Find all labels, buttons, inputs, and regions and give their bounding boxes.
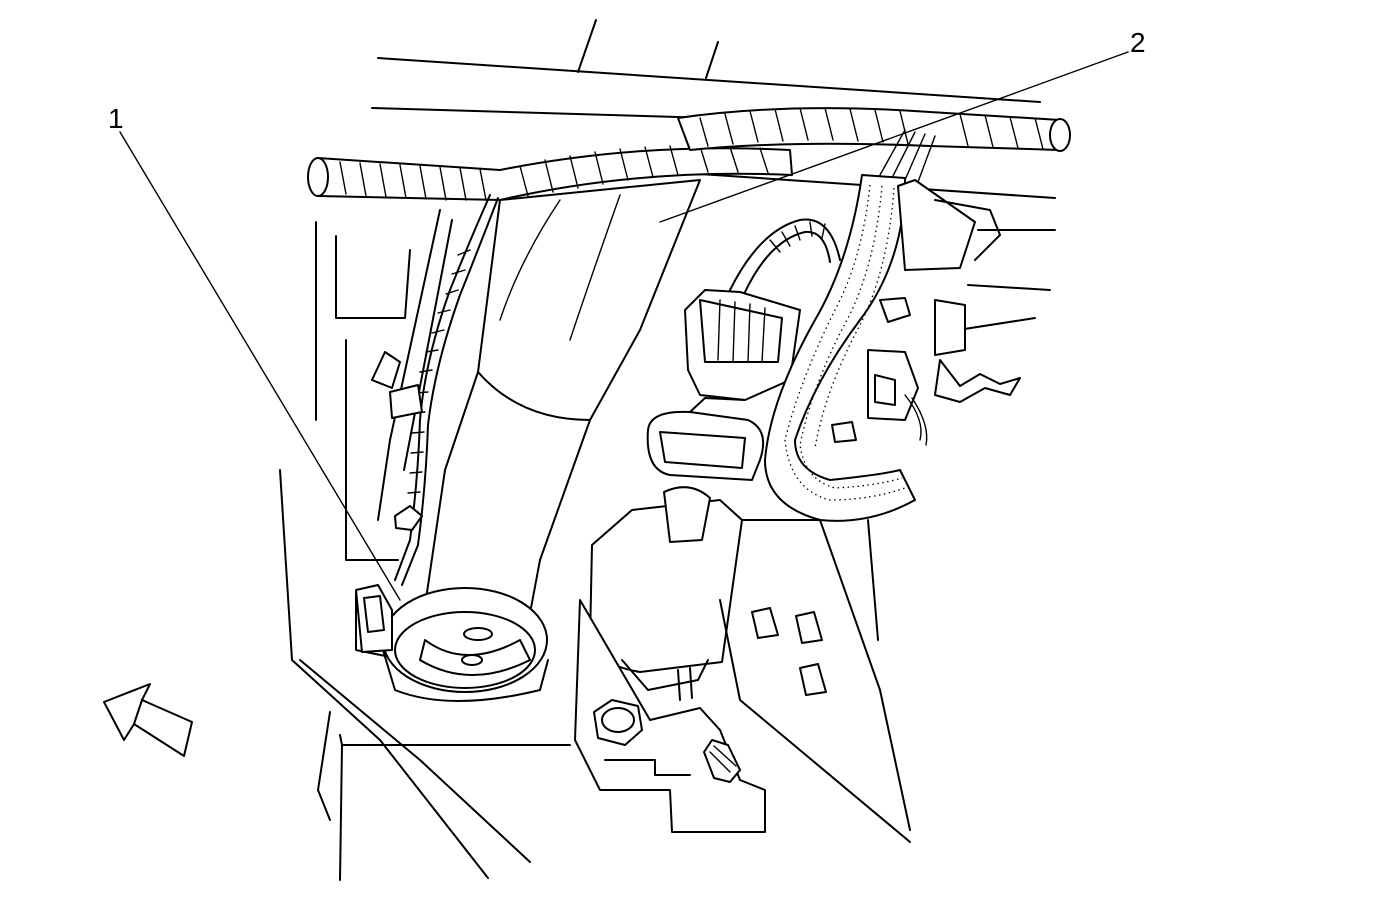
column-collar bbox=[379, 587, 549, 702]
lower-floor-panel bbox=[719, 519, 911, 843]
left-bracket-structure bbox=[279, 209, 571, 881]
left-pigtail-wire bbox=[355, 194, 499, 653]
callout-leaders bbox=[119, 51, 1129, 601]
bolt-right bbox=[703, 739, 741, 783]
lower-bracket-fasteners bbox=[574, 599, 766, 833]
forward-arrow-icon bbox=[103, 683, 193, 757]
upper-wiring-harness bbox=[307, 107, 1071, 201]
callout-label-2: 2 bbox=[1130, 27, 1146, 58]
bolt-left bbox=[593, 699, 643, 746]
callout-label-1: 1 bbox=[108, 103, 124, 134]
right-harness-bundle bbox=[764, 174, 1021, 522]
